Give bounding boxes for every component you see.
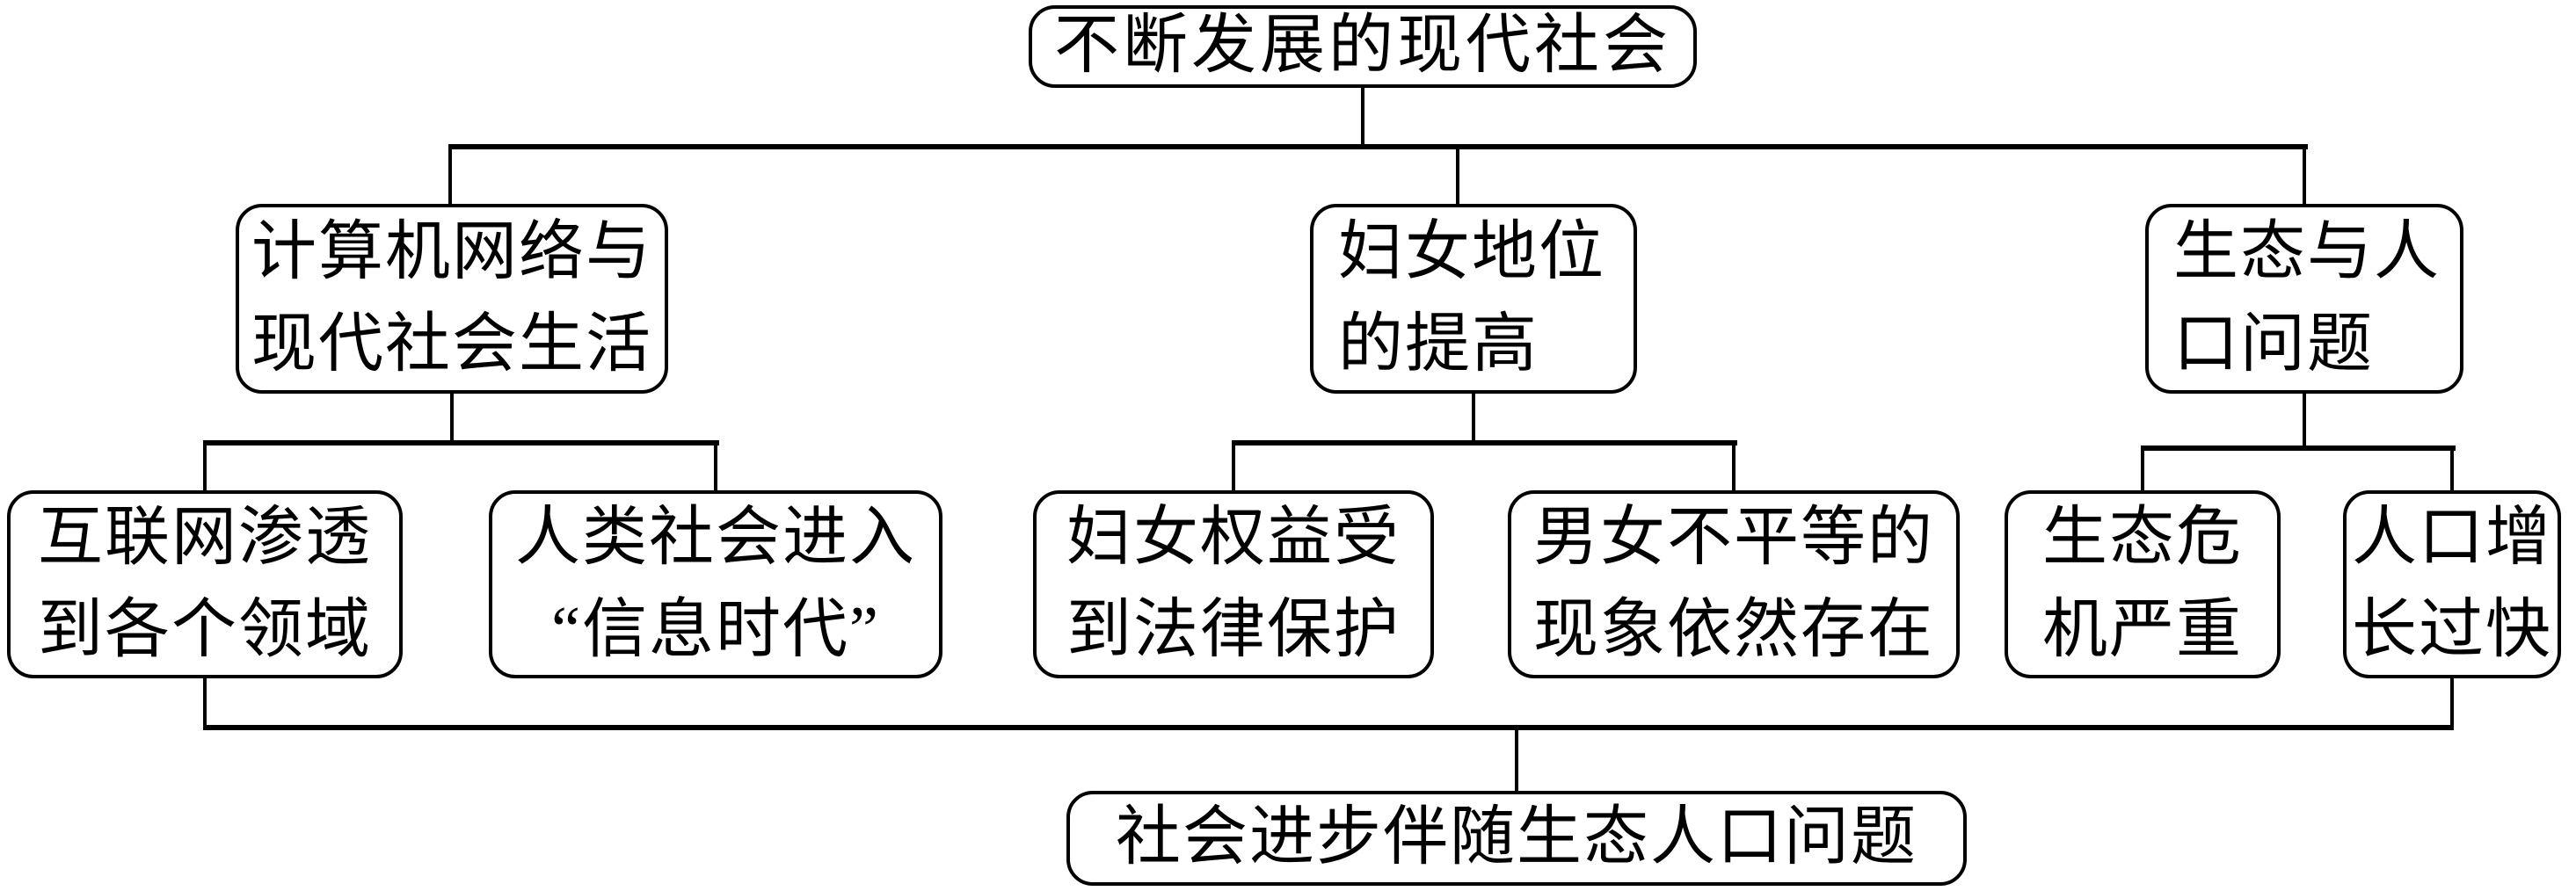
connector-drop-information-age [714,440,717,491]
node-women-rights-line2: 到法律保护 [1066,594,1401,666]
connector-drop-gender-inequality [1732,440,1736,491]
node-population-growth-line2: 长过快 [2352,594,2552,666]
connector-women-group-bus [1232,440,1737,446]
node-population-growth: 人口增 长过快 [2343,490,2561,678]
node-ecology-population: 生态与人 口问题 [2145,204,2463,394]
connector-population-growth-down [2450,677,2454,730]
node-information-age-line1: 人类社会进入 [515,501,916,574]
node-population-growth-line1: 人口增 [2352,501,2552,574]
node-women-status-line2: 的提高 [1338,308,1539,380]
connector-conclusion-stem [1515,725,1518,793]
connector-drop-population-growth [2450,446,2454,491]
node-conclusion: 社会进步伴随生态人口问题 [1066,791,1967,886]
node-computer-network: 计算机网络与 现代社会生活 [236,204,668,394]
connector-drop-internet-fields [203,440,207,491]
connector-computer-network-stem [450,392,454,443]
node-computer-network-line1: 计算机网络与 [251,215,652,288]
connector-computer-group-bus [203,440,719,446]
connector-root-stem [1361,86,1364,148]
node-root-label: 不断发展的现代社会 [1054,10,1671,83]
node-ecology-population-line1: 生态与人 [2173,215,2441,288]
connector-level2-bus [448,144,2308,149]
node-computer-network-line2: 现代社会生活 [251,308,652,380]
node-conclusion-label: 社会进步伴随生态人口问题 [1116,801,1917,874]
connector-drop-ecology-population [2303,144,2306,206]
connector-women-status-stem [1472,392,1475,443]
connector-bottom-bus [203,725,2454,730]
connector-drop-eco-crisis [2141,446,2144,491]
node-internet-fields-line1: 互联网渗透 [38,501,372,574]
node-root: 不断发展的现代社会 [1029,5,1697,88]
connector-drop-women-rights [1232,440,1235,491]
node-women-rights-line1: 妇女权益受 [1066,501,1401,574]
connector-ecology-group-bus [2141,446,2456,451]
node-gender-inequality-line1: 男女不平等的 [1533,501,1934,574]
node-information-age: 人类社会进入 “信息时代” [489,490,942,678]
node-eco-crisis: 生态危 机严重 [2005,490,2281,678]
node-internet-fields: 互联网渗透 到各个领域 [7,490,403,678]
node-eco-crisis-line1: 生态危 [2042,501,2243,574]
node-women-status-line1: 妇女地位 [1338,215,1605,288]
node-ecology-population-line2: 口问题 [2173,308,2374,380]
node-women-status: 妇女地位 的提高 [1310,204,1637,394]
node-information-age-line2: “信息时代” [551,594,880,666]
connector-ecology-stem [2303,392,2306,448]
connector-drop-women-status [1456,144,1459,206]
connector-internet-fields-down [203,677,207,730]
node-women-rights: 妇女权益受 到法律保护 [1033,490,1434,678]
node-gender-inequality: 男女不平等的 现象依然存在 [1508,490,1960,678]
connector-drop-computer-network [448,144,452,206]
node-internet-fields-line2: 到各个领域 [38,594,372,666]
node-gender-inequality-line2: 现象依然存在 [1533,594,1934,666]
node-eco-crisis-line2: 机严重 [2042,594,2243,666]
